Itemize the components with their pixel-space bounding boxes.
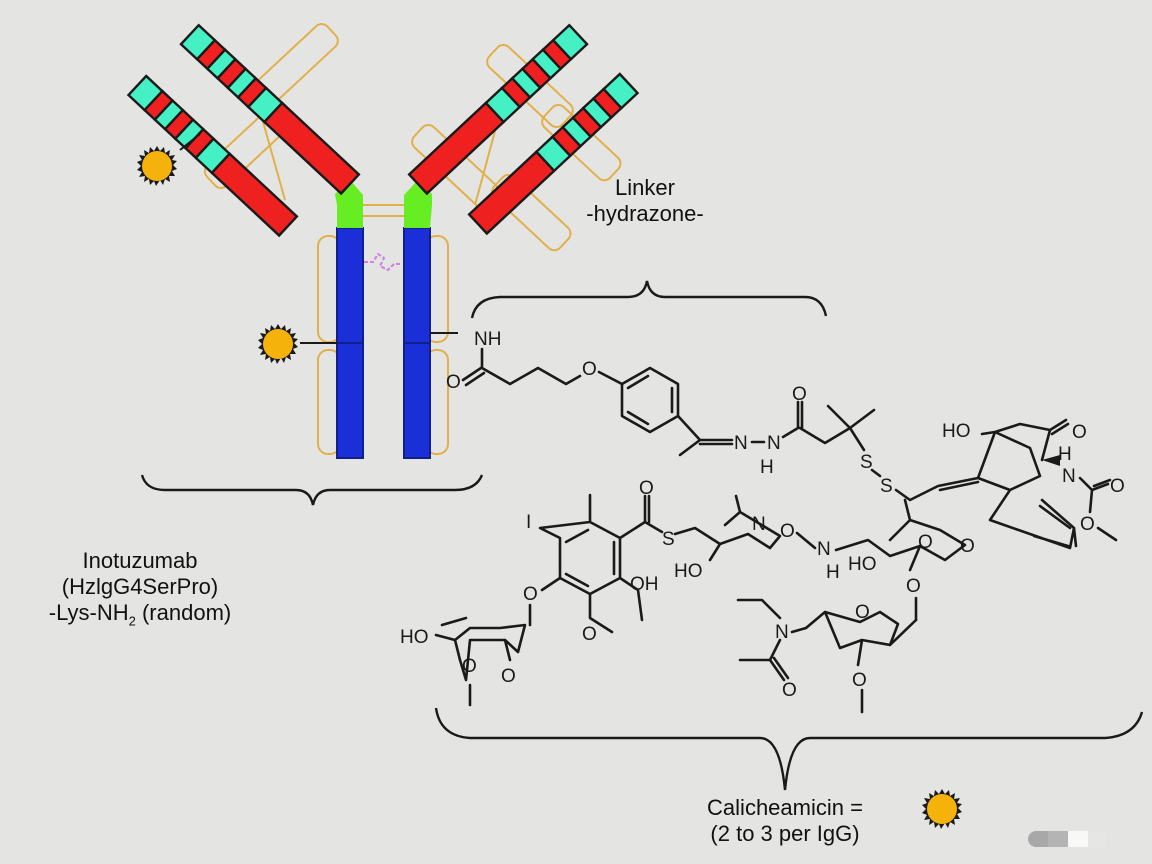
svg-text:O: O [523,584,538,605]
calicheamicin-label: Calicheamicin = (2 to 3 per IgG) [680,795,890,847]
svg-text:N: N [752,514,766,535]
linker-structure: NH O O N N H O S S [446,329,980,502]
left-heavy-arm [179,23,361,196]
svg-text:NH: NH [474,329,501,350]
svg-text:O: O [855,602,870,623]
payload-brace [434,707,1144,791]
svg-text:I: I [526,512,531,533]
linker-brace [470,280,828,319]
scroll-segment [1068,831,1088,847]
scroll-indicator[interactable] [1028,831,1106,847]
svg-text:O: O [792,384,807,405]
calicheamicin-label-line1: Calicheamicin = [707,795,863,820]
calicheamicin-label-line2: (2 to 3 per IgG) [710,821,860,846]
svg-text:O: O [639,478,654,499]
linker-label-line2: -hydrazone- [586,201,704,226]
svg-text:O: O [501,666,516,687]
svg-text:H: H [1058,444,1072,465]
scroll-segment [1088,831,1106,847]
svg-text:O: O [782,680,797,701]
svg-text:HO: HO [674,561,703,582]
svg-text:O: O [1110,476,1125,497]
antibody-label-line3: -Lys-NH2 (random) [48,600,232,629]
svg-text:O: O [582,624,597,645]
scroll-segment [1048,831,1068,847]
scroll-segment [1028,831,1048,847]
svg-text:O: O [462,656,477,677]
calicheamicin-structure: HO O H N O O I O S O OH O HO O O N HO O … [400,418,1125,714]
svg-text:O: O [918,532,933,553]
calicheamicin-symbol-arm [137,146,177,186]
svg-text:N: N [734,433,748,454]
svg-text:H: H [760,457,774,478]
svg-text:O: O [906,576,921,597]
calicheamicin-symbol-fc [258,324,298,364]
antibody-label: Inotuzumab (HzlgG4SerPro) -Lys-NH2 (rand… [10,548,270,634]
svg-text:O: O [780,521,795,542]
antibody-label-line1: Inotuzumab [82,548,198,573]
svg-text:H: H [826,562,840,583]
antibody-brace [140,474,484,506]
svg-text:O: O [1072,422,1087,443]
svg-text:HO: HO [848,554,877,575]
right-heavy-arm [407,23,589,196]
left-light-chain [126,74,299,238]
svg-text:S: S [662,529,675,550]
linker-label-line1: Linker [615,175,675,200]
svg-text:HO: HO [400,627,429,648]
svg-text:N: N [775,622,789,643]
svg-text:O: O [582,359,597,380]
antibody [126,23,640,459]
antibody-label-line2: (HzlgG4SerPro) [61,574,219,599]
right-light-chain [467,72,640,236]
svg-text:N: N [817,539,831,560]
linker-label: Linker -hydrazone- [560,175,730,227]
svg-text:HO: HO [942,421,971,442]
svg-text:S: S [880,476,893,497]
svg-text:S: S [860,452,873,473]
calicheamicin-legend-symbol [922,789,962,829]
svg-text:OH: OH [630,574,659,595]
svg-text:O: O [852,670,867,691]
svg-text:N: N [1062,466,1076,487]
svg-text:O: O [446,372,461,393]
svg-text:O: O [960,536,975,557]
disulfide-bridge-icon [364,252,402,272]
svg-text:N: N [767,433,781,454]
svg-text:O: O [1080,514,1095,535]
